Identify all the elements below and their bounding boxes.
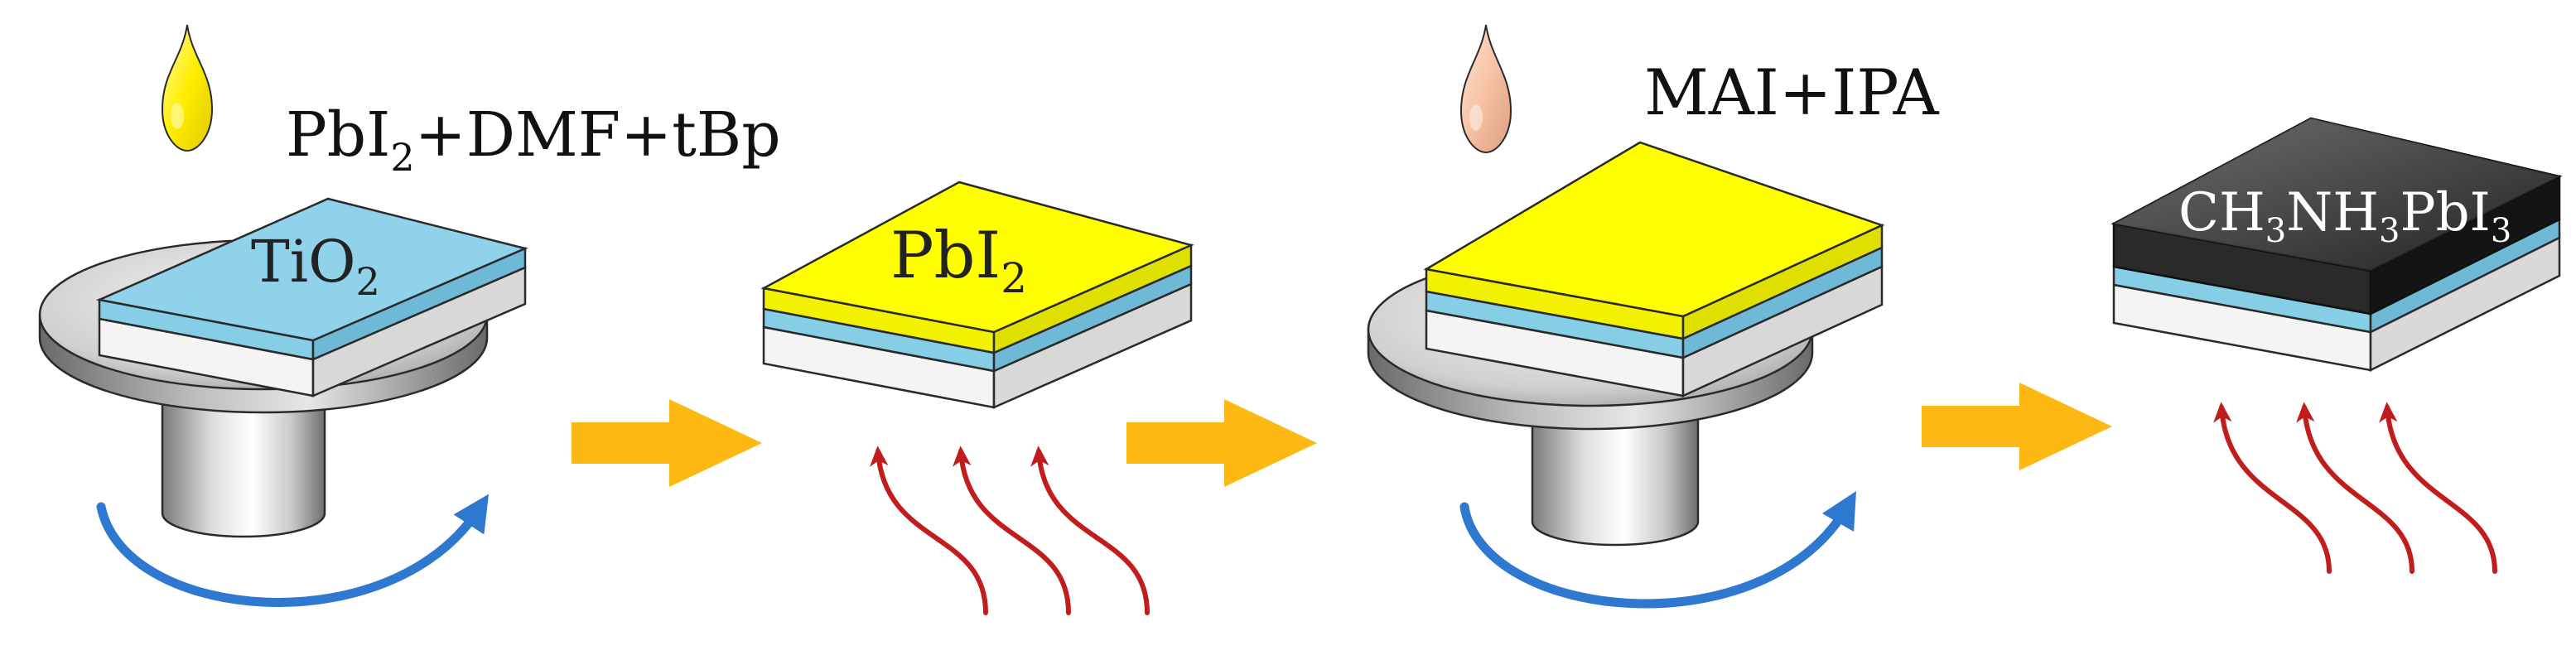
layer-label-tio2: TiO2 [251,228,380,304]
rotation-arrow-icon [96,494,490,607]
droplet-icon [161,24,214,152]
tio2-substrate-stack: TiO2 [95,197,528,397]
step-3-spin-coat: MAI+IPA [1367,24,1940,609]
layer-label-pbi2: PbI2 [890,219,1027,302]
step-2-pbi2-film: PbI2 [760,181,1194,615]
step-1-spin-coat: PbI2+DMF+tBp TiO2 [38,24,781,607]
droplet-icon [1459,24,1512,154]
pbi2-substrate-stack [1423,141,1885,397]
step-4-perovskite-film: CH3NH3PbI3 [2110,117,2563,574]
rotation-arrow-icon [1459,490,1857,609]
process-arrow-icon [1922,383,2112,470]
tio2-top-face [95,197,528,342]
pbi2-top-face [760,181,1194,334]
process-arrow-icon [572,399,762,487]
solution-label-2: MAI+IPA [1644,55,1940,129]
heat-wave-icon [870,446,1150,615]
solution-label-1: PbI2+DMF+tBp [286,99,781,180]
layer-label-perovskite: CH3NH3PbI3 [2178,182,2511,250]
heat-wave-icon [2213,402,2497,574]
pbi2-top-face [1423,141,1885,318]
process-arrow-icon [1126,399,1317,487]
